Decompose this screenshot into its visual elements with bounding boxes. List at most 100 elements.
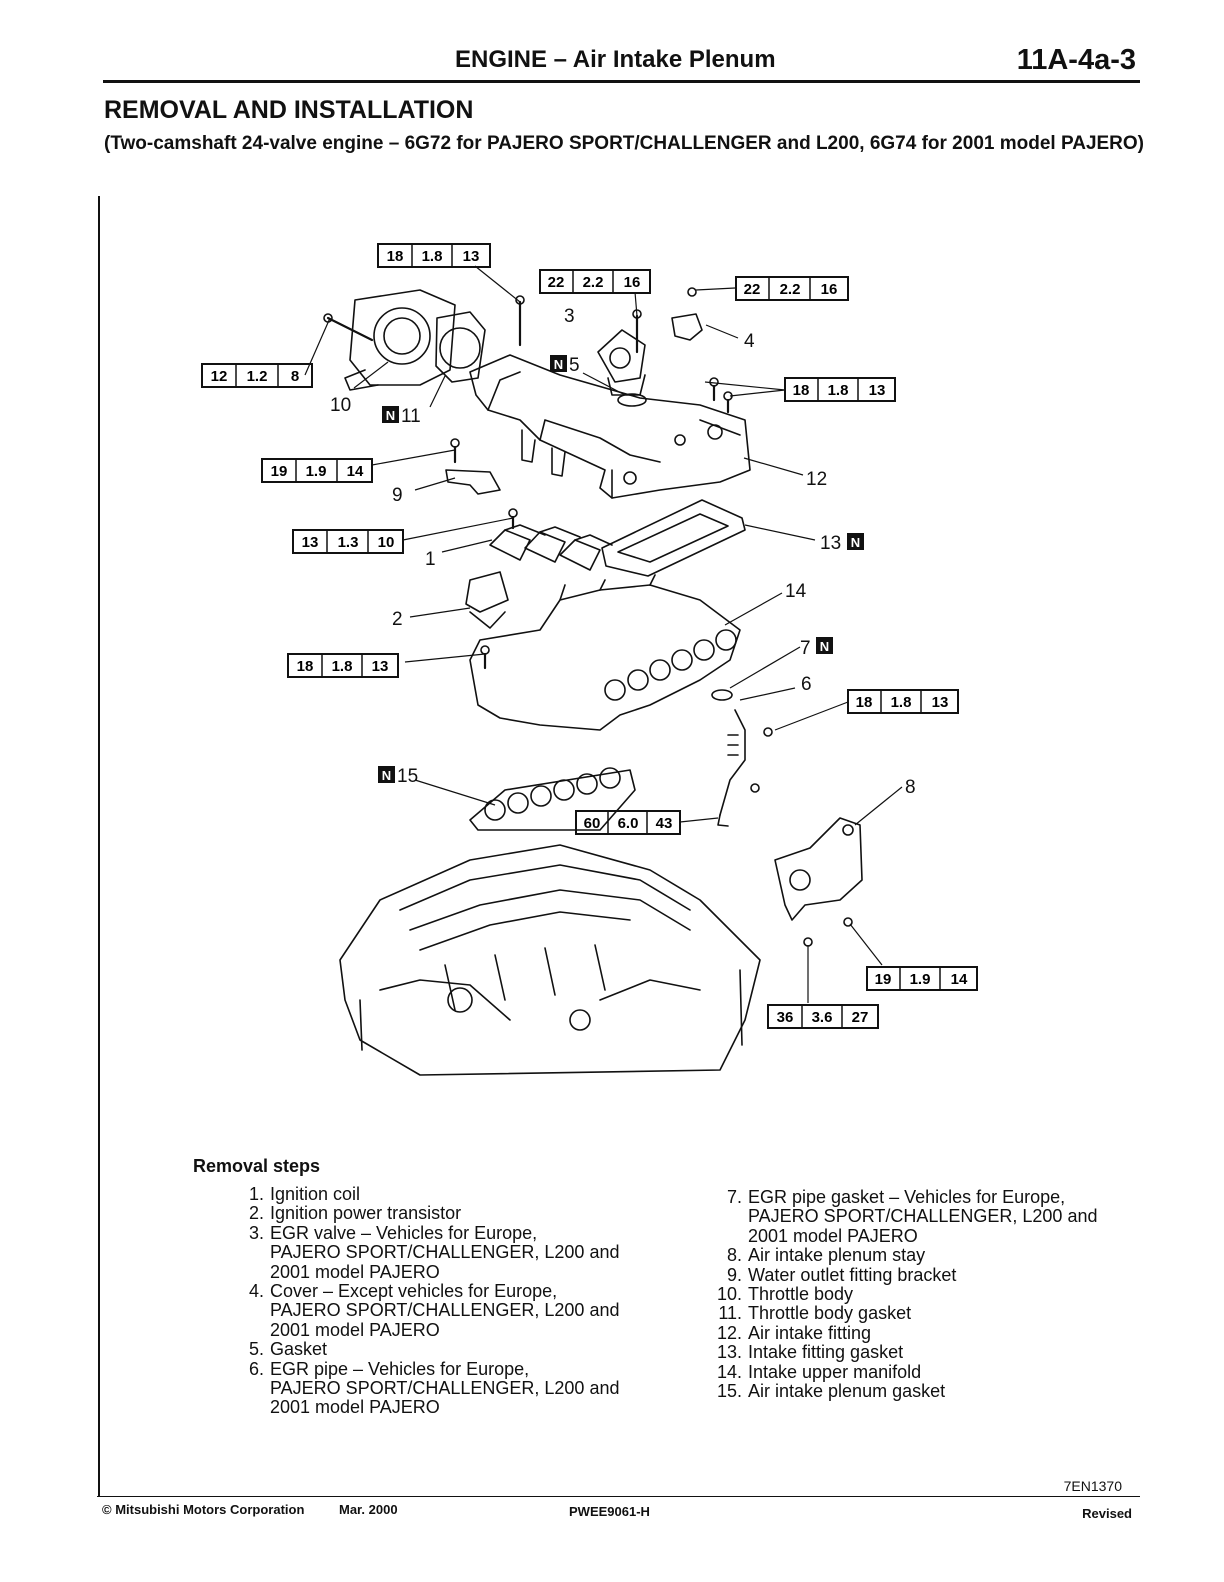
removal-step: 15. Air intake plenum gasket [706, 1381, 1126, 1402]
figure-code: 7EN1370 [1063, 1478, 1122, 1494]
removal-step-number: 10. [716, 1284, 742, 1305]
svg-text:1.9: 1.9 [910, 971, 931, 988]
svg-text:1.9: 1.9 [306, 463, 327, 480]
removal-step-number: 15. [716, 1381, 742, 1402]
footer-rule [97, 1496, 1140, 1497]
removal-step-text: Ignition coil [270, 1184, 361, 1204]
removal-step-number: 14. [716, 1361, 742, 1382]
removal-step: 1. Ignition coil [230, 1184, 650, 1204]
removal-step: 14. Intake upper manifold [706, 1361, 1126, 1382]
removal-step-line: EGR pipe gasket – Vehicles for Europe, [748, 1187, 1066, 1207]
svg-text:13: 13 [463, 248, 480, 265]
gasket-5-drawing [617, 393, 647, 407]
torque-box-7: 13 1.3 10 [292, 529, 404, 554]
svg-text:N: N [820, 639, 829, 654]
svg-text:1.8: 1.8 [332, 658, 353, 675]
removal-step-text: Air intake plenum stay [748, 1245, 925, 1265]
removal-step-line: PAJERO SPORT/CHALLENGER, L200 and [270, 1242, 620, 1263]
callout-4: 4 [744, 331, 755, 352]
removal-step-number: 2. [248, 1203, 264, 1224]
removal-step: 13. Intake fitting gasket [706, 1342, 1126, 1363]
section-subtitle: (Two-camshaft 24-valve engine – 6G72 for… [104, 133, 1145, 154]
ignition-coil-drawing [489, 508, 613, 571]
removal-step-line: Intake upper manifold [748, 1361, 922, 1382]
removal-step-line: PAJERO SPORT/CHALLENGER, L200 and [270, 1378, 620, 1399]
cover-drawing [671, 287, 703, 341]
egr-pipe-drawing [717, 709, 773, 827]
svg-text:13: 13 [302, 534, 319, 551]
svg-text:3.6: 3.6 [812, 1009, 833, 1026]
svg-text:8: 8 [291, 368, 299, 385]
publication-code: PWEE9061-H [569, 1504, 650, 1519]
removal-step-line: Air intake plenum gasket [748, 1381, 946, 1402]
svg-text:2.2: 2.2 [780, 281, 801, 298]
callout-3: 3 [564, 306, 575, 327]
egr-gasket-drawing [711, 689, 733, 701]
power-transistor-drawing [465, 571, 509, 629]
removal-step-line: Cover – Except vehicles for Europe, [270, 1281, 558, 1302]
svg-text:10: 10 [378, 534, 395, 551]
svg-text:1.8: 1.8 [422, 248, 443, 265]
svg-text:1.8: 1.8 [828, 382, 849, 399]
torque-box-8: 18 1.8 13 [287, 653, 399, 678]
svg-text:16: 16 [821, 281, 838, 298]
svg-text:1.8: 1.8 [891, 694, 912, 711]
removal-step-text: Gasket [270, 1339, 327, 1359]
svg-text:13: 13 [372, 658, 389, 675]
removal-step-line: Ignition coil [270, 1184, 361, 1204]
removal-step-text: Throttle body gasket [748, 1304, 911, 1324]
removal-step-number: 5. [248, 1339, 264, 1360]
removal-step-number: 11. [718, 1303, 742, 1324]
plenum-gasket-drawing [469, 767, 636, 831]
removal-step-line: Intake fitting gasket [748, 1342, 904, 1363]
removal-step-text: Intake upper manifold [748, 1361, 922, 1382]
torque-box-12: 36 3.6 27 [767, 1004, 879, 1029]
removal-step-line: EGR pipe – Vehicles for Europe, [270, 1358, 530, 1379]
svg-text:22: 22 [744, 281, 761, 298]
removal-step-line: Air intake fitting [748, 1322, 872, 1343]
torque-box-5: 18 1.8 13 [784, 377, 896, 402]
callout-9: 9 [392, 485, 403, 506]
removal-step-text: Ignition power transistor [270, 1203, 461, 1223]
svg-text:18: 18 [856, 694, 873, 711]
removal-step-line: 2001 model PAJERO [270, 1397, 440, 1418]
svg-text:22: 22 [548, 274, 565, 291]
header-title: ENGINE – Air Intake Plenum [455, 46, 776, 73]
removal-step-number: 7. [726, 1187, 742, 1207]
svg-text:18: 18 [297, 658, 314, 675]
callout-8: 8 [905, 777, 916, 798]
svg-text:16: 16 [624, 274, 641, 291]
svg-text:60: 60 [584, 815, 601, 832]
removal-step-number: 6. [248, 1358, 264, 1379]
removal-steps-left: 1. Ignition coil 2. Ignition power transist… [230, 1184, 650, 1418]
removal-step-line: PAJERO SPORT/CHALLENGER, L200 and [748, 1206, 1098, 1227]
torque-box-10: 60 6.0 43 [575, 810, 681, 835]
svg-text:N: N [851, 535, 860, 550]
callout-1: 1 [425, 549, 436, 570]
removal-step-text: Intake fitting gasket [748, 1342, 904, 1363]
svg-text:19: 19 [875, 971, 892, 988]
air-intake-fitting-drawing [469, 354, 751, 499]
torque-box-1: 18 1.8 13 [377, 243, 491, 268]
svg-text:14: 14 [347, 463, 364, 480]
svg-text:13: 13 [932, 694, 949, 711]
torque-box-11: 19 1.9 14 [866, 966, 978, 991]
removal-step: 2. Ignition power transistor [230, 1203, 650, 1224]
removal-step-number: 12. [716, 1322, 742, 1343]
left-margin-rule [98, 196, 100, 1496]
svg-text:1.3: 1.3 [338, 534, 359, 551]
svg-text:27: 27 [852, 1009, 869, 1026]
bracket-drawing [445, 438, 501, 495]
removal-step-line: 2001 model PAJERO [270, 1319, 440, 1340]
callout-15: 15 [397, 766, 418, 787]
callout-14: 14 [785, 581, 807, 602]
removal-step: 11. Throttle body gasket [706, 1303, 1126, 1324]
svg-text:1.2: 1.2 [247, 368, 268, 385]
removal-steps-heading: Removal steps [193, 1156, 321, 1176]
exploded-parts-diagram: 18 1.8 13 22 2.2 16 22 2.2 16 12 1.2 8 [201, 243, 978, 1076]
svg-text:12: 12 [211, 368, 228, 385]
removal-step-number: 13. [716, 1342, 742, 1363]
removal-step-number: 1. [248, 1184, 264, 1204]
removal-step-text: Air intake fitting [748, 1322, 872, 1343]
removal-step-text: Water outlet fitting bracket [748, 1265, 956, 1285]
